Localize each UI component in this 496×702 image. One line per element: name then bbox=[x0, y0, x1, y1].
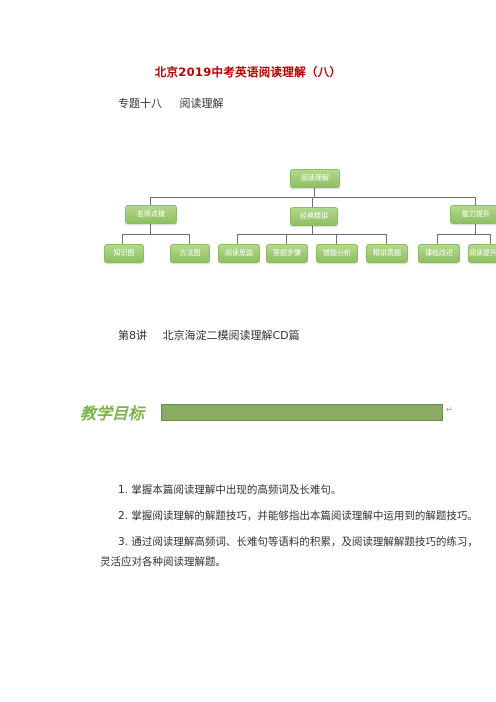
goals-list: 1. 掌握本篇阅读理解中出现的高频词及长难句。 2. 掌握阅读理解的解题技巧，并… bbox=[100, 480, 480, 578]
goals-heading: 教学目标 bbox=[80, 404, 145, 423]
connector-branch-2-horizontal bbox=[237, 234, 386, 235]
mindmap-chart: 阅读理解 名师点拨 经典精讲 能力提升 知识图 方法图 阅读思路 答题步骤 错题… bbox=[100, 162, 496, 282]
connector-to-leaf-3-2 bbox=[490, 234, 491, 244]
mindmap-leaf: 方法图 bbox=[170, 244, 210, 263]
lecture-line: 第8讲 北京海淀二模阅读理解CD篇 bbox=[118, 327, 312, 343]
connector-branch-1-down bbox=[150, 222, 151, 234]
document-title: 北京2019中考英语阅读理解（八） bbox=[154, 65, 342, 79]
mindmap-leaf: 答题步骤 bbox=[266, 244, 308, 263]
mindmap-root: 阅读理解 bbox=[290, 169, 340, 188]
connector-to-leaf-2-4 bbox=[386, 234, 387, 244]
mindmap-branch-1: 名师点拨 bbox=[125, 205, 177, 224]
connector-to-leaf-1-1 bbox=[122, 234, 123, 244]
mindmap-leaf: 精讲真题 bbox=[366, 244, 408, 263]
connector-to-branch-3 bbox=[475, 197, 476, 205]
topic-line: 专题十八 阅读理解 bbox=[118, 95, 238, 111]
mindmap-leaf: 阅读思路 bbox=[218, 244, 260, 263]
topic-name: 阅读理解 bbox=[179, 97, 224, 110]
mindmap-branch-2: 经典精讲 bbox=[290, 207, 338, 226]
connector-root-down bbox=[314, 187, 315, 197]
connector-to-branch-1 bbox=[150, 197, 151, 205]
connector-branch-1-horizontal bbox=[122, 234, 189, 235]
topic-number: 专题十八 bbox=[118, 97, 162, 110]
lecture-number: 第8讲 bbox=[118, 329, 147, 342]
connector-to-branch-2 bbox=[312, 197, 313, 207]
connector-to-leaf-2-1 bbox=[237, 234, 238, 244]
connector-to-leaf-1-2 bbox=[189, 234, 190, 244]
paragraph-mark: ↵ bbox=[446, 405, 453, 414]
connector-to-leaf-3-1 bbox=[437, 234, 438, 244]
connector-to-leaf-2-3 bbox=[336, 234, 337, 244]
mindmap-leaf: 知识图 bbox=[104, 244, 144, 263]
mindmap-leaf: 课程改进 bbox=[418, 244, 460, 263]
connector-branch-3-horizontal bbox=[437, 234, 491, 235]
lecture-title: 北京海淀二模阅读理解CD篇 bbox=[162, 329, 300, 342]
goal-item: 3. 通过阅读理解高频词、长难句等语料的积累，及阅读理解解题技巧的练习，灵活应对… bbox=[100, 536, 478, 568]
goals-heading-bar bbox=[161, 404, 443, 421]
connector-to-leaf-2-2 bbox=[286, 234, 287, 244]
connector-branch-2-down bbox=[312, 224, 313, 234]
connector-branch-3-down bbox=[475, 222, 476, 234]
goal-item: 1. 掌握本篇阅读理解中出现的高频词及长难句。 bbox=[118, 484, 342, 496]
mindmap-leaf: 阅读提升 bbox=[468, 244, 496, 263]
mindmap-leaf: 错题分析 bbox=[316, 244, 358, 263]
mindmap-branch-3: 能力提升 bbox=[450, 205, 496, 224]
goal-item: 2. 掌握阅读理解的解题技巧，并能够指出本篇阅读理解中运用到的解题技巧。 bbox=[118, 510, 478, 522]
